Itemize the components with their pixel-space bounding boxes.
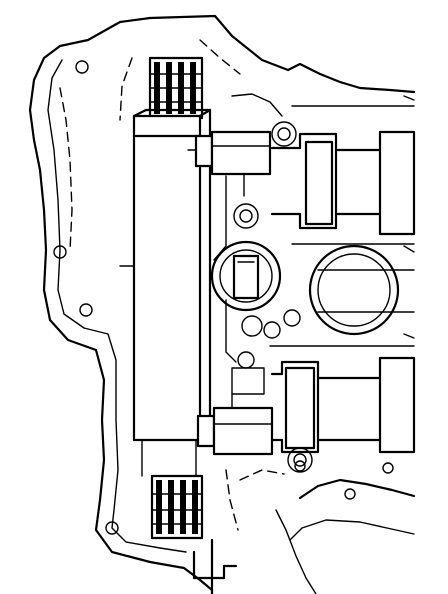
camshaft-upper (270, 105, 416, 245)
upper-solenoid-connector (194, 130, 272, 197)
housing-bolt-holes (53, 60, 394, 535)
hidden-contour-lines (59, 39, 285, 531)
lower-coil-block (150, 474, 204, 540)
small-bolts (233, 121, 313, 473)
bottom-bracket (192, 538, 238, 594)
seal-ring (210, 240, 282, 312)
housing-cover-outline (28, 14, 416, 594)
vertical-module-body (119, 108, 212, 477)
cam-gear-large (308, 244, 415, 336)
camshaft-lower (269, 345, 416, 454)
right-edge-outlines (213, 93, 415, 363)
